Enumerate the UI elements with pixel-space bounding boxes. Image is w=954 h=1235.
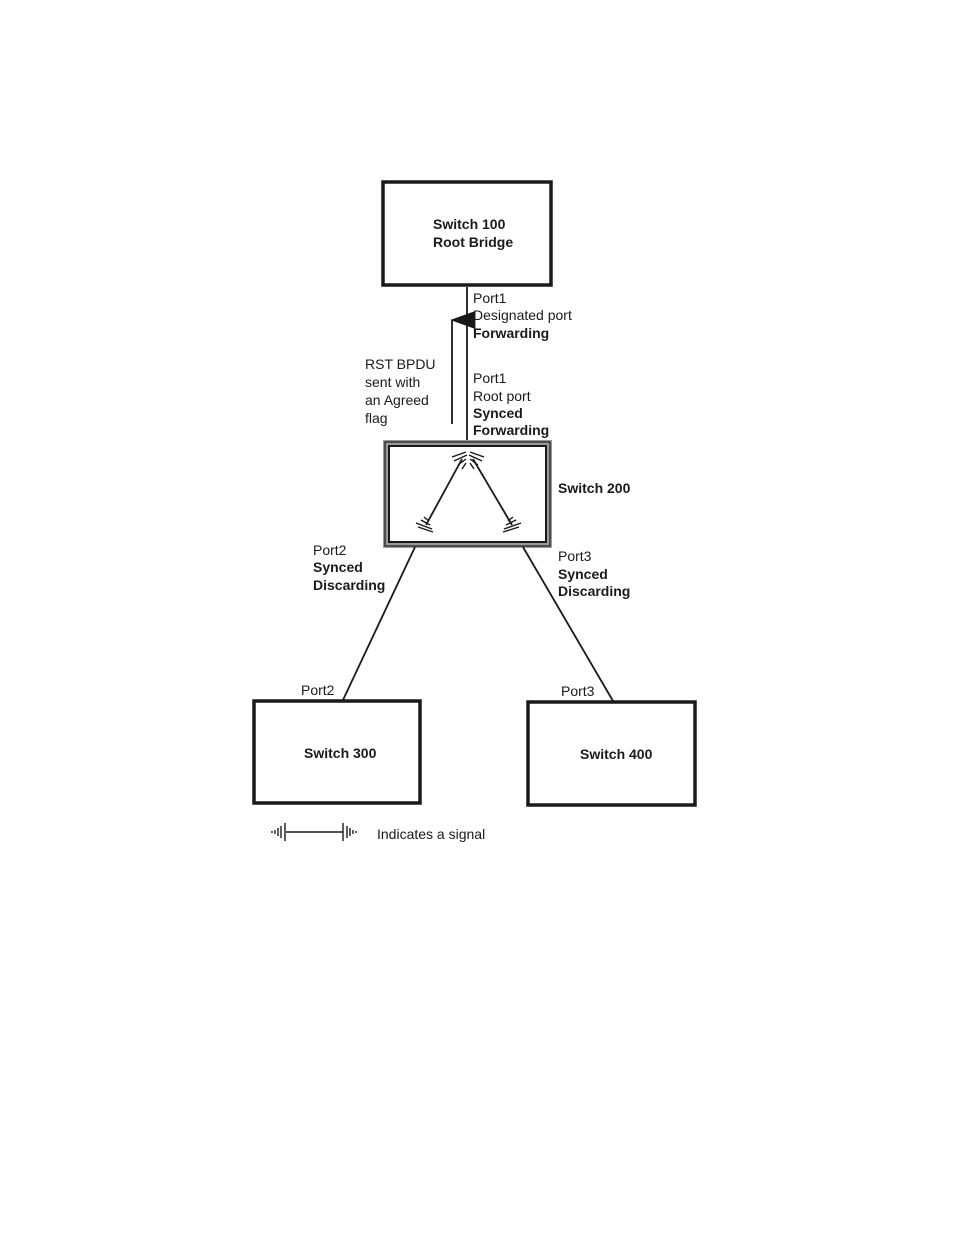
port-name: Port3 bbox=[558, 548, 592, 564]
legend: Indicates a signal bbox=[272, 823, 485, 842]
switch-200-port3-label: Port3 Synced Discarding bbox=[558, 548, 630, 599]
switch-400-name: Switch 400 bbox=[580, 746, 653, 762]
port-sync-state: Synced bbox=[558, 566, 608, 582]
switch-200-port2-label: Port2 Synced Discarding bbox=[313, 542, 385, 593]
port-role: Designated port bbox=[473, 307, 572, 323]
switch-200-node: Switch 200 bbox=[385, 442, 631, 546]
port-name: Port1 bbox=[473, 290, 507, 306]
switch-400-node: Port3 Switch 400 bbox=[528, 683, 695, 805]
port-name: Port2 bbox=[313, 542, 347, 558]
switch-400-port-label: Port3 bbox=[561, 683, 595, 699]
switch-300-name: Switch 300 bbox=[304, 745, 377, 761]
port-state: Discarding bbox=[313, 577, 385, 593]
note-line: an Agreed bbox=[365, 392, 429, 408]
port-role: Root port bbox=[473, 388, 531, 404]
legend-label: Indicates a signal bbox=[377, 826, 485, 842]
port-state: Forwarding bbox=[473, 325, 549, 341]
rst-bpdu-note: RST BPDU sent with an Agreed flag bbox=[365, 356, 436, 426]
switch-100-port1-label: Port1 Designated port Forwarding bbox=[473, 290, 572, 341]
switch-300-port-label: Port2 bbox=[301, 682, 335, 698]
port-sync-state: Synced bbox=[473, 405, 523, 421]
port-state: Discarding bbox=[558, 583, 630, 599]
note-line: flag bbox=[365, 410, 388, 426]
switch-100-node: Switch 100 Root Bridge bbox=[383, 182, 551, 285]
switch-100-role: Root Bridge bbox=[433, 234, 513, 250]
port-state: Forwarding bbox=[473, 422, 549, 438]
switch-200-port1-label: Port1 Root port Synced Forwarding bbox=[473, 370, 549, 438]
note-line: sent with bbox=[365, 374, 420, 390]
switch-200-name: Switch 200 bbox=[558, 480, 631, 496]
switch-300-node: Port2 Switch 300 bbox=[254, 682, 420, 803]
note-line: RST BPDU bbox=[365, 356, 436, 372]
port-sync-state: Synced bbox=[313, 559, 363, 575]
port-name: Port1 bbox=[473, 370, 507, 386]
switch-100-name: Switch 100 bbox=[433, 216, 506, 232]
signal-icon bbox=[272, 823, 356, 841]
